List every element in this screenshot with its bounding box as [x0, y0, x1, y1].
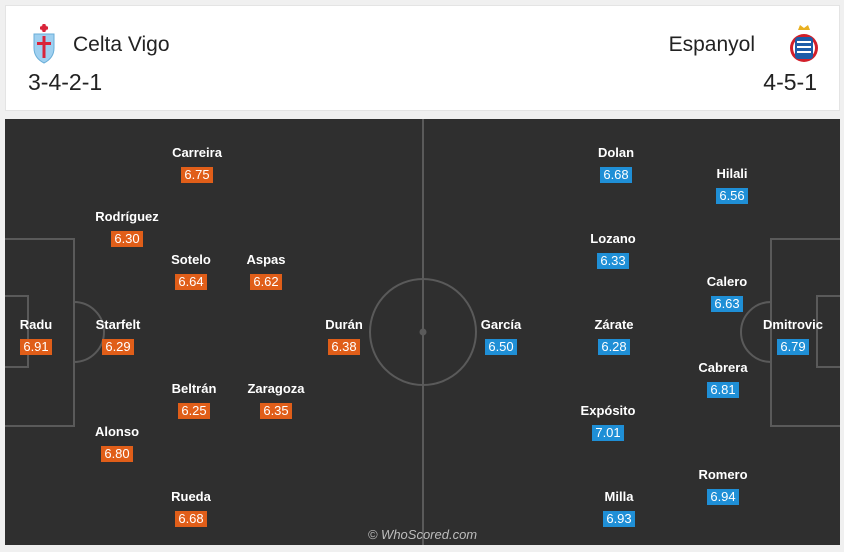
player-rating: 6.80 [101, 446, 133, 462]
watermark: © WhoScored.com [367, 527, 478, 542]
player-name: Cabrera [698, 360, 748, 375]
home-player[interactable]: Rueda 6.68 [151, 489, 231, 528]
away-player[interactable]: Milla 6.93 [579, 489, 659, 528]
home-player[interactable]: Sotelo 6.64 [151, 252, 231, 291]
home-player[interactable]: Zaragoza 6.35 [236, 381, 316, 420]
home-player[interactable]: Beltrán 6.25 [154, 381, 234, 420]
player-rating: 6.64 [175, 274, 207, 290]
away-player[interactable]: Expósito 7.01 [568, 403, 648, 442]
player-name: Milla [604, 489, 634, 504]
player-rating: 6.63 [711, 296, 743, 312]
away-player[interactable]: Calero 6.63 [687, 274, 767, 313]
away-player[interactable]: Dolan 6.68 [576, 145, 656, 184]
away-player[interactable]: Lozano 6.33 [573, 231, 653, 270]
match-header: Celta Vigo 3-4-2-1 Espanyol 4-5-1 [5, 5, 840, 111]
player-rating: 6.62 [250, 274, 282, 290]
player-name: Zárate [594, 317, 634, 332]
home-formation: 3-4-2-1 [28, 69, 103, 95]
away-team-name: Espanyol [668, 33, 755, 56]
away-player[interactable]: García 6.50 [461, 317, 541, 356]
player-name: Expósito [580, 403, 636, 418]
home-player[interactable]: Aspas 6.62 [226, 252, 306, 291]
player-name: Sotelo [171, 252, 211, 267]
player-name: Durán [325, 317, 363, 332]
celta-vigo-crest-icon [33, 24, 55, 64]
home-player[interactable]: Alonso 6.80 [77, 424, 157, 463]
player-rating: 6.68 [175, 511, 207, 527]
player-rating: 6.94 [707, 489, 739, 505]
away-player[interactable]: Zárate 6.28 [574, 317, 654, 356]
player-name: Beltrán [171, 381, 217, 396]
player-name: García [480, 317, 522, 332]
player-rating: 6.30 [111, 231, 143, 247]
home-team-name: Celta Vigo [73, 33, 170, 56]
player-name: Dmitrovic [763, 317, 823, 332]
player-rating: 6.75 [181, 167, 213, 183]
player-rating: 7.01 [592, 425, 624, 441]
away-player[interactable]: Hilali 6.56 [692, 166, 772, 205]
player-name: Alonso [94, 424, 140, 439]
home-player[interactable]: Starfelt 6.29 [78, 317, 158, 356]
player-name: Lozano [590, 231, 636, 246]
player-rating: 6.79 [777, 339, 809, 355]
player-name: Zaragoza [247, 381, 305, 396]
player-rating: 6.68 [600, 167, 632, 183]
pitch: Radu 6.91 Rodríguez 6.30 Starfelt 6.29 A… [5, 119, 840, 545]
espanyol-crest-icon [790, 25, 818, 62]
player-rating: 6.50 [485, 339, 517, 355]
away-player[interactable]: Romero 6.94 [683, 467, 763, 506]
bottom-divider [5, 545, 840, 552]
player-name: Aspas [246, 252, 286, 267]
player-name: Starfelt [95, 317, 141, 332]
player-rating: 6.33 [597, 253, 629, 269]
home-player[interactable]: Radu 6.91 [5, 317, 76, 356]
away-player[interactable]: Cabrera 6.81 [683, 360, 763, 399]
home-player[interactable]: Durán 6.38 [304, 317, 384, 356]
player-name: Dolan [597, 145, 635, 160]
player-name: Calero [706, 274, 748, 289]
player-rating: 6.56 [716, 188, 748, 204]
away-formation: 4-5-1 [763, 69, 817, 95]
player-rating: 6.25 [178, 403, 210, 419]
player-name: Carreira [172, 145, 222, 160]
away-player[interactable]: Dmitrovic 6.79 [753, 317, 833, 356]
player-name: Radu [19, 317, 53, 332]
player-rating: 6.93 [603, 511, 635, 527]
player-rating: 6.29 [102, 339, 134, 355]
home-player[interactable]: Rodríguez 6.30 [87, 209, 167, 248]
player-name: Rueda [171, 489, 211, 504]
player-name: Hilali [716, 166, 748, 181]
player-name: Romero [698, 467, 748, 482]
player-rating: 6.38 [328, 339, 360, 355]
player-rating: 6.35 [260, 403, 292, 419]
player-name: Rodríguez [95, 209, 159, 224]
player-rating: 6.28 [598, 339, 630, 355]
player-rating: 6.81 [707, 382, 739, 398]
pitch-markings [5, 119, 840, 545]
home-player[interactable]: Carreira 6.75 [157, 145, 237, 184]
player-rating: 6.91 [20, 339, 52, 355]
